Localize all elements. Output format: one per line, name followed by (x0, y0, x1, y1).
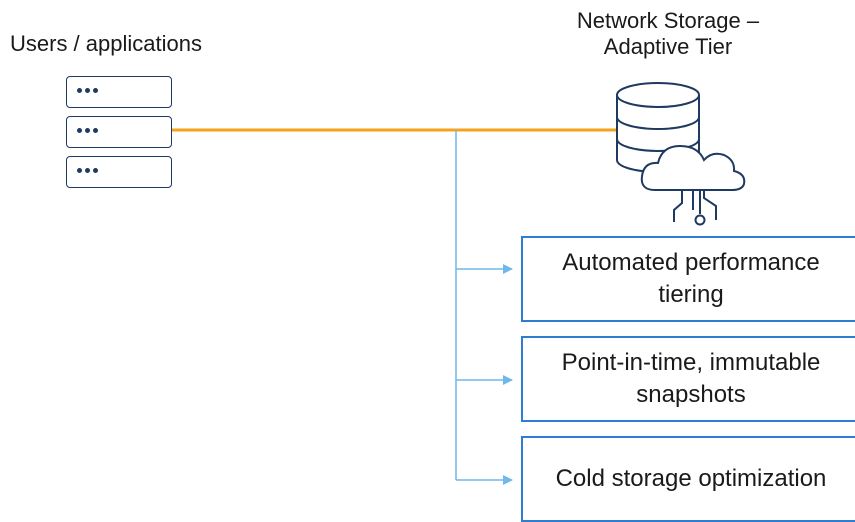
feature-box-performance-tiering: Automated performance tiering (521, 236, 855, 322)
feature-box-cold-storage: Cold storage optimization (521, 436, 855, 522)
users-label: Users / applications (10, 31, 202, 56)
server-icon (66, 76, 172, 108)
feature-label: Cold storage optimization (555, 465, 827, 492)
feature-label: Point-in-time, immutable snapshots (561, 349, 821, 408)
cloud-icon (640, 144, 746, 226)
server-icon (66, 156, 172, 188)
storage-title-line1: Network Storage – (576, 8, 760, 33)
feature-box-snapshots: Point-in-time, immutable snapshots (521, 336, 855, 422)
storage-title: Network Storage – Adaptive Tier (548, 8, 788, 60)
server-icon (66, 116, 172, 148)
storage-title-line2: Adaptive Tier (603, 34, 733, 59)
feature-label: Automated performance tiering (562, 249, 820, 308)
